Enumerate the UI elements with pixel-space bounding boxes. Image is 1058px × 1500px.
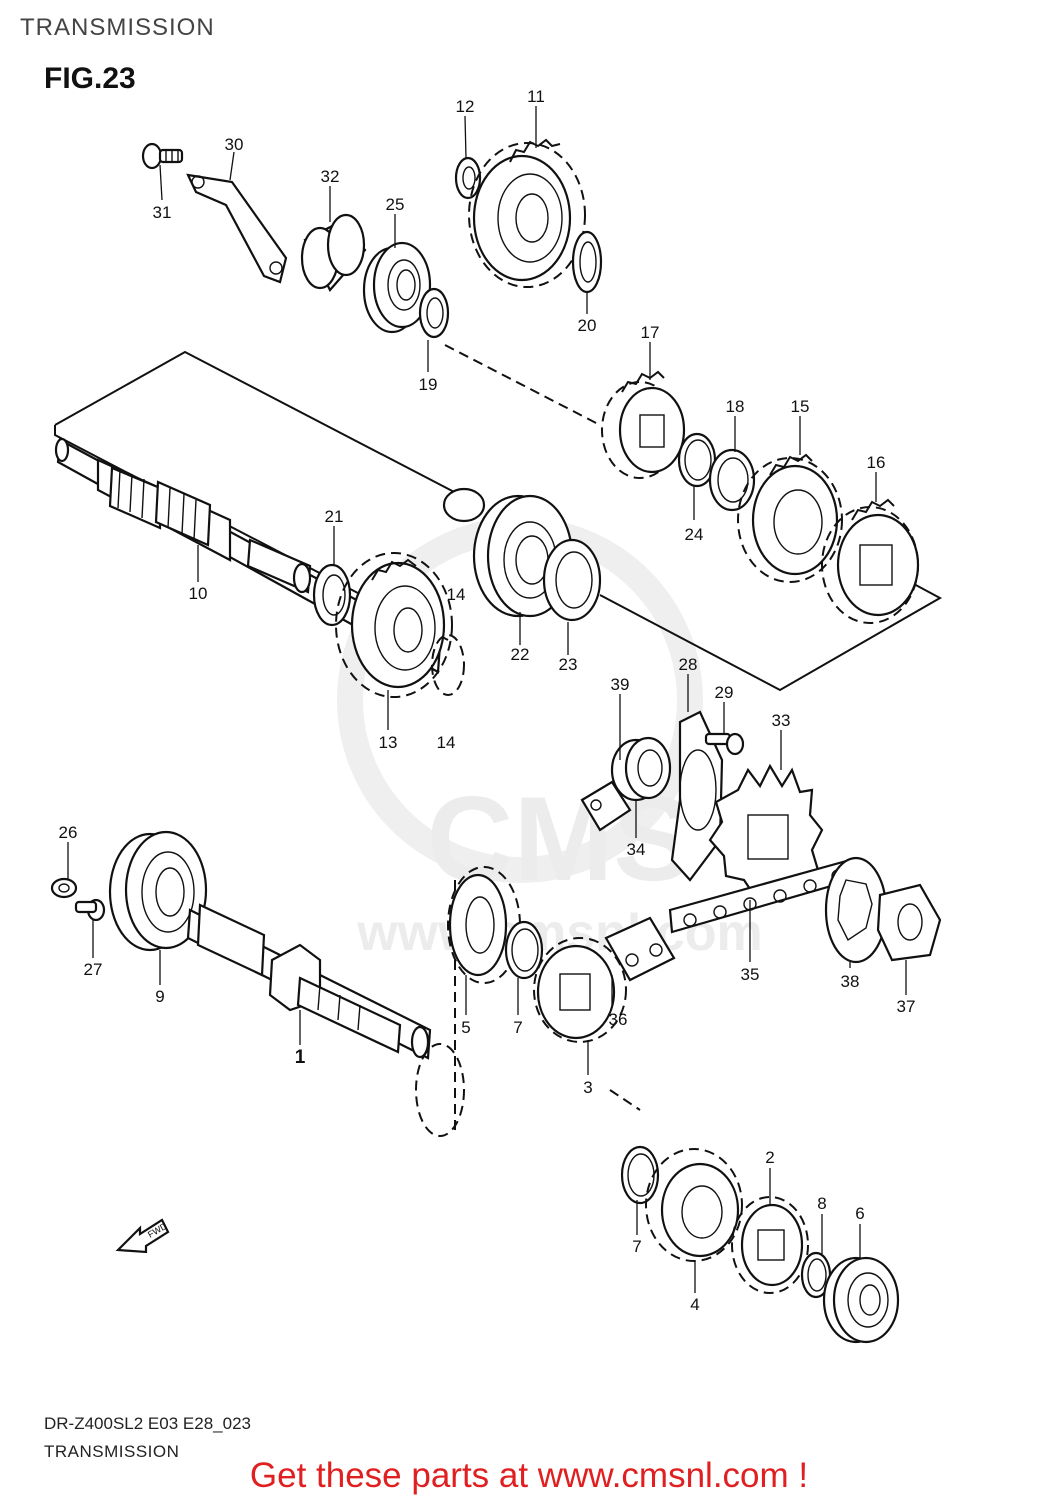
part-label-8: 8 <box>817 1194 826 1213</box>
part-number-labels: 1 2 3 4 5 6 7 7 8 9 10 11 12 13 14 14 15… <box>59 87 916 1314</box>
part-label-29: 29 <box>715 683 734 702</box>
figure-number: FIG.23 <box>44 62 136 95</box>
part-label-28: 28 <box>679 655 698 674</box>
part-38-lock-washer-icon <box>824 856 888 964</box>
part-29-screw-icon <box>704 732 745 756</box>
part-label-25: 25 <box>386 195 405 214</box>
part-16-gear-icon <box>821 498 920 624</box>
part-28-plate-icon <box>670 710 724 882</box>
part-label-19: 19 <box>419 375 438 394</box>
part-label-35: 35 <box>741 965 760 984</box>
part-label-30: 30 <box>225 135 244 154</box>
part-label-4: 4 <box>690 1295 699 1314</box>
part-label-7-lower: 7 <box>632 1237 641 1256</box>
part-label-1: 1 <box>295 1047 306 1068</box>
part-4-gear-icon <box>645 1148 743 1262</box>
part-label-15: 15 <box>791 397 810 416</box>
part-label-36: 36 <box>609 1010 628 1029</box>
part-3-gear-icon <box>533 937 627 1043</box>
part-32-bushing-icon <box>300 213 367 292</box>
part-1-driveshaft-icon <box>186 903 432 1060</box>
part-label-39: 39 <box>611 675 630 694</box>
part-label-22: 22 <box>511 645 530 664</box>
part-18-washer-icon <box>708 448 756 512</box>
promo-link[interactable]: Get these parts at www.cmsnl.com ! <box>249 1456 809 1495</box>
part-34-oil-seal-icon <box>610 736 672 802</box>
part-label-11: 11 <box>527 87 545 106</box>
part-label-9: 9 <box>155 987 164 1006</box>
part-24-circlip-icon <box>677 432 717 488</box>
part-37-nut-icon <box>876 883 942 962</box>
part-label-12: 12 <box>456 97 475 116</box>
part-27-screw-icon <box>74 898 106 922</box>
part-label-2: 2 <box>765 1148 774 1167</box>
page-header-title: TRANSMISSION <box>20 14 215 41</box>
part-label-6: 6 <box>855 1204 864 1223</box>
part-7-circlip-icon <box>504 920 544 980</box>
part-25-bearing-icon <box>362 241 432 334</box>
part-14-gear-icon <box>431 487 486 696</box>
part-17-gear-icon <box>601 370 686 479</box>
part-label-14-lower: 14 <box>437 733 456 752</box>
part-label-23: 23 <box>559 655 578 674</box>
part-label-13: 13 <box>379 733 398 752</box>
part-30-stopper-arm-icon <box>186 173 288 284</box>
part-label-21: 21 <box>325 507 344 526</box>
part-23-oil-seal-icon <box>542 538 602 622</box>
part-19-washer-icon <box>418 287 450 339</box>
part-label-37: 37 <box>897 997 916 1016</box>
part-6-bearing-icon <box>822 1256 900 1344</box>
part-20-washer-icon <box>571 230 603 294</box>
model-code: DR-Z400SL2 E03 E28_023 <box>44 1414 251 1433</box>
part-15-gear-icon <box>737 453 843 583</box>
part-13-gear-icon <box>335 552 453 698</box>
part-11-gear-icon <box>468 138 586 288</box>
part-label-31: 31 <box>153 203 172 222</box>
part-36-chain-joint-icon <box>604 916 676 982</box>
part-label-38: 38 <box>841 972 860 991</box>
partial-gear-icon <box>415 1043 465 1137</box>
section-title: TRANSMISSION <box>44 1442 180 1461</box>
part-label-27: 27 <box>84 960 103 979</box>
part-5-gear-icon <box>447 866 521 984</box>
forward-direction-arrow-icon: FWD <box>115 1218 170 1254</box>
part-label-20: 20 <box>578 316 597 335</box>
part-31-screw-icon <box>141 142 184 170</box>
part-label-3: 3 <box>583 1078 592 1097</box>
part-2-gear-icon <box>731 1196 809 1294</box>
leader-lines <box>67 106 907 1293</box>
part-label-32: 32 <box>321 167 340 186</box>
part-label-7-upper: 7 <box>513 1018 522 1037</box>
part-39-collar-icon <box>580 780 632 832</box>
part-label-5: 5 <box>461 1018 470 1037</box>
part-label-17: 17 <box>641 323 660 342</box>
part-label-10: 10 <box>189 584 208 603</box>
part-9-bearing-icon <box>108 830 208 952</box>
part-26-washer-icon <box>50 877 78 899</box>
part-label-34: 34 <box>627 840 646 859</box>
part-label-24: 24 <box>685 525 704 544</box>
part-label-16: 16 <box>867 453 886 472</box>
part-label-33: 33 <box>772 711 791 730</box>
part-label-26: 26 <box>59 823 78 842</box>
part-label-18: 18 <box>726 397 745 416</box>
part-21-washer-icon <box>312 563 352 627</box>
part-label-14-upper: 14 <box>447 585 466 604</box>
